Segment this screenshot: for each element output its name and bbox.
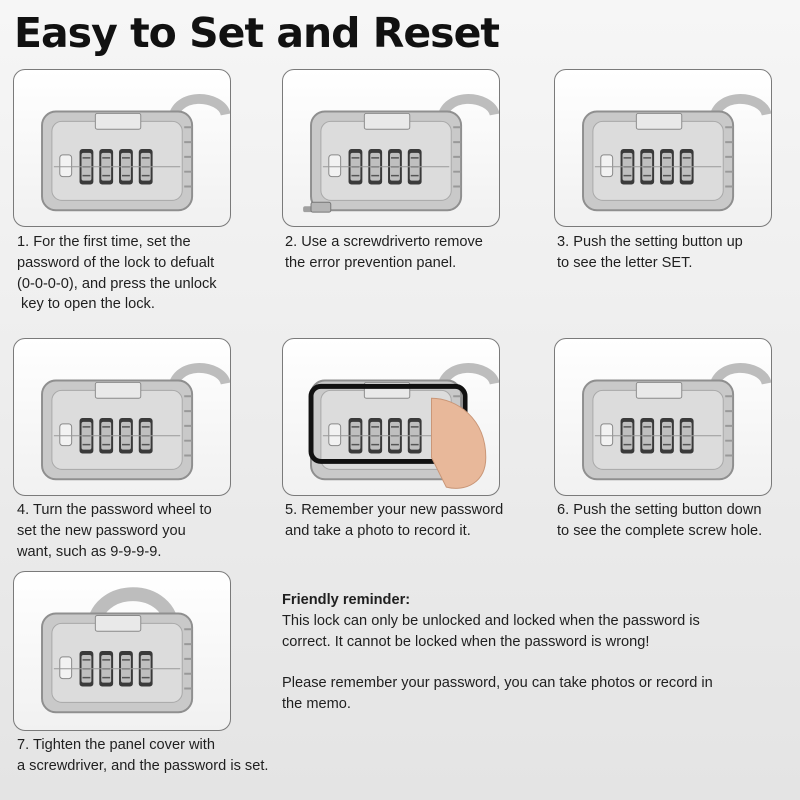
- padlock-icon: [41, 363, 230, 481]
- caption-line: 7. Tighten the panel cover with: [17, 737, 215, 753]
- step-6-caption: 6. Push the setting button down to see t…: [557, 500, 800, 542]
- phone-photo-icon: [308, 363, 499, 489]
- caption-line: (0-0-0-0), and press the unlock: [17, 275, 217, 292]
- step-2-caption: 2. Use a screwdriverto remove the error …: [285, 232, 530, 274]
- reminder-text: This lock can only be unlocked and locke…: [282, 612, 700, 629]
- caption-line: to see the letter SET.: [557, 254, 693, 271]
- step-3-caption: 3. Push the setting button up to see the…: [557, 232, 800, 274]
- step-5-image: [282, 338, 500, 496]
- padlock-icon: [582, 363, 771, 481]
- step-3-image: [554, 69, 772, 227]
- padlock-icon: [41, 587, 194, 714]
- caption-line: 2. Use a screwdriverto remove: [285, 234, 483, 250]
- reminder-text: correct. It cannot be locked when the pa…: [282, 633, 650, 650]
- caption-line: 3. Push the setting button up: [557, 234, 743, 250]
- caption-line: to see the complete screw hole.: [557, 522, 763, 539]
- caption-line: 5. Remember your new password: [285, 502, 504, 518]
- page-title: Easy to Set and Reset: [14, 9, 500, 57]
- friendly-reminder: Friendly reminder: This lock can only be…: [282, 590, 782, 715]
- step-1-caption: 1. For the first time, set the password …: [17, 232, 262, 315]
- step-7-image: [13, 571, 231, 731]
- caption-line: password of the lock to defualt: [17, 254, 215, 271]
- caption-line: 6. Push the setting button down: [557, 502, 762, 518]
- step-1-image: [13, 69, 231, 227]
- step-7-caption: 7. Tighten the panel cover with a screwd…: [17, 735, 317, 777]
- caption-line: key to open the lock.: [17, 296, 155, 313]
- reminder-text: the memo.: [282, 696, 351, 713]
- caption-line: a screwdriver, and the password is set.: [17, 757, 269, 774]
- padlock-with-screw-icon: [303, 94, 499, 213]
- step-5-caption: 5. Remember your new password and take a…: [285, 500, 530, 542]
- caption-line: 4. Turn the password wheel to: [17, 502, 212, 518]
- reminder-text: Please remember your password, you can t…: [282, 675, 713, 692]
- step-4-image: [13, 338, 231, 496]
- step-4-caption: 4. Turn the password wheel to set the ne…: [17, 500, 262, 562]
- caption-line: 1. For the first time, set the: [17, 234, 191, 250]
- caption-line: want, such as 9-9-9-9.: [17, 543, 162, 560]
- padlock-icon: [582, 94, 771, 212]
- caption-line: set the new password you: [17, 522, 186, 539]
- step-2-image: [282, 69, 500, 227]
- reminder-heading: Friendly reminder:: [282, 592, 411, 608]
- step-6-image: [554, 338, 772, 496]
- caption-line: and take a photo to record it.: [285, 522, 471, 539]
- caption-line: the error prevention panel.: [285, 254, 457, 271]
- padlock-icon: [41, 94, 230, 212]
